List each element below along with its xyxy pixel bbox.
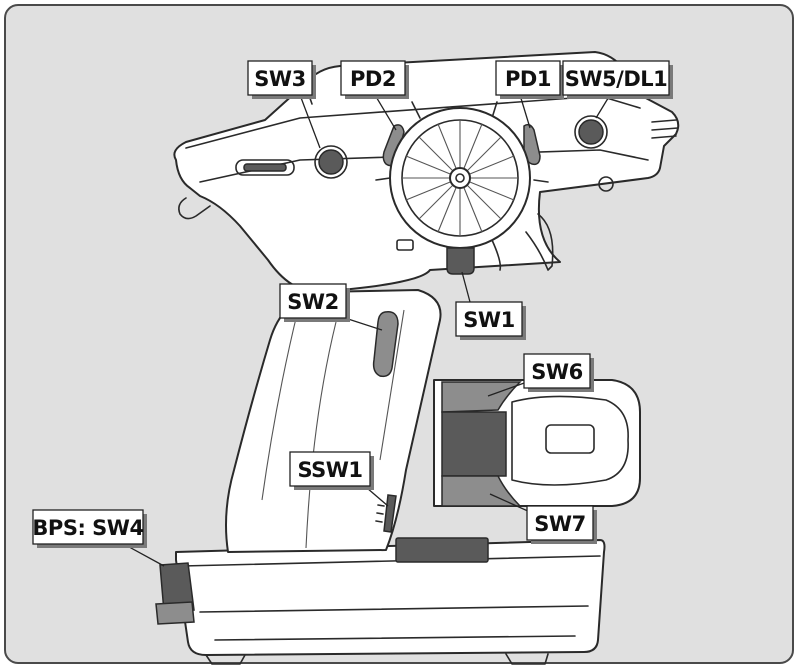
sw1-button: [446, 247, 475, 275]
callout-sw3: SW3: [247, 60, 321, 149]
callout-pd1: PD1: [495, 60, 564, 129]
transmitter-grip: [225, 289, 442, 553]
transmitter-illustration: [155, 51, 680, 665]
label-ssw1: SSW1: [297, 458, 362, 482]
callout-bps-sw4: BPS: SW4: [32, 509, 165, 567]
label-sw7: SW7: [534, 512, 585, 536]
label-sw6: SW6: [531, 360, 582, 384]
callout-pd2: PD2: [340, 60, 409, 131]
sw5-dl1-button: [574, 115, 608, 149]
callout-sw1: SW1: [455, 271, 526, 340]
pod-center-block: [441, 411, 507, 477]
side-switch-pod: [433, 379, 641, 507]
callout-sw5-dl1: SW5/DL1: [562, 60, 673, 119]
callout-sw2: SW2: [279, 283, 383, 331]
callout-ssw1: SSW1: [289, 451, 389, 507]
rear-grip-insert: [243, 163, 287, 172]
transmitter-base: [175, 537, 606, 665]
rear-grip-slot: [235, 159, 295, 176]
callout-sw6: SW6: [487, 353, 594, 397]
label-sw3: SW3: [254, 67, 305, 91]
bps-sw4-button: [155, 562, 195, 625]
sw2-paddle: [372, 311, 399, 378]
callout-sw7: SW7: [489, 493, 597, 544]
sw6-rocker: [441, 381, 522, 413]
steering-wheel: [375, 101, 549, 249]
label-sw5-dl1: SW5/DL1: [565, 67, 668, 91]
callouts: SW3 PD2 PD1 SW5/DL1 SW2: [32, 60, 673, 567]
base-switch-block: [395, 537, 489, 563]
label-sw2: SW2: [287, 290, 338, 314]
label-pd1: PD1: [505, 67, 551, 91]
label-bps-sw4: BPS: SW4: [32, 516, 143, 540]
ssw1-slide-switch: [375, 494, 397, 533]
sw3-button: [314, 145, 348, 179]
label-sw1: SW1: [463, 308, 514, 332]
label-pd2: PD2: [350, 67, 396, 91]
